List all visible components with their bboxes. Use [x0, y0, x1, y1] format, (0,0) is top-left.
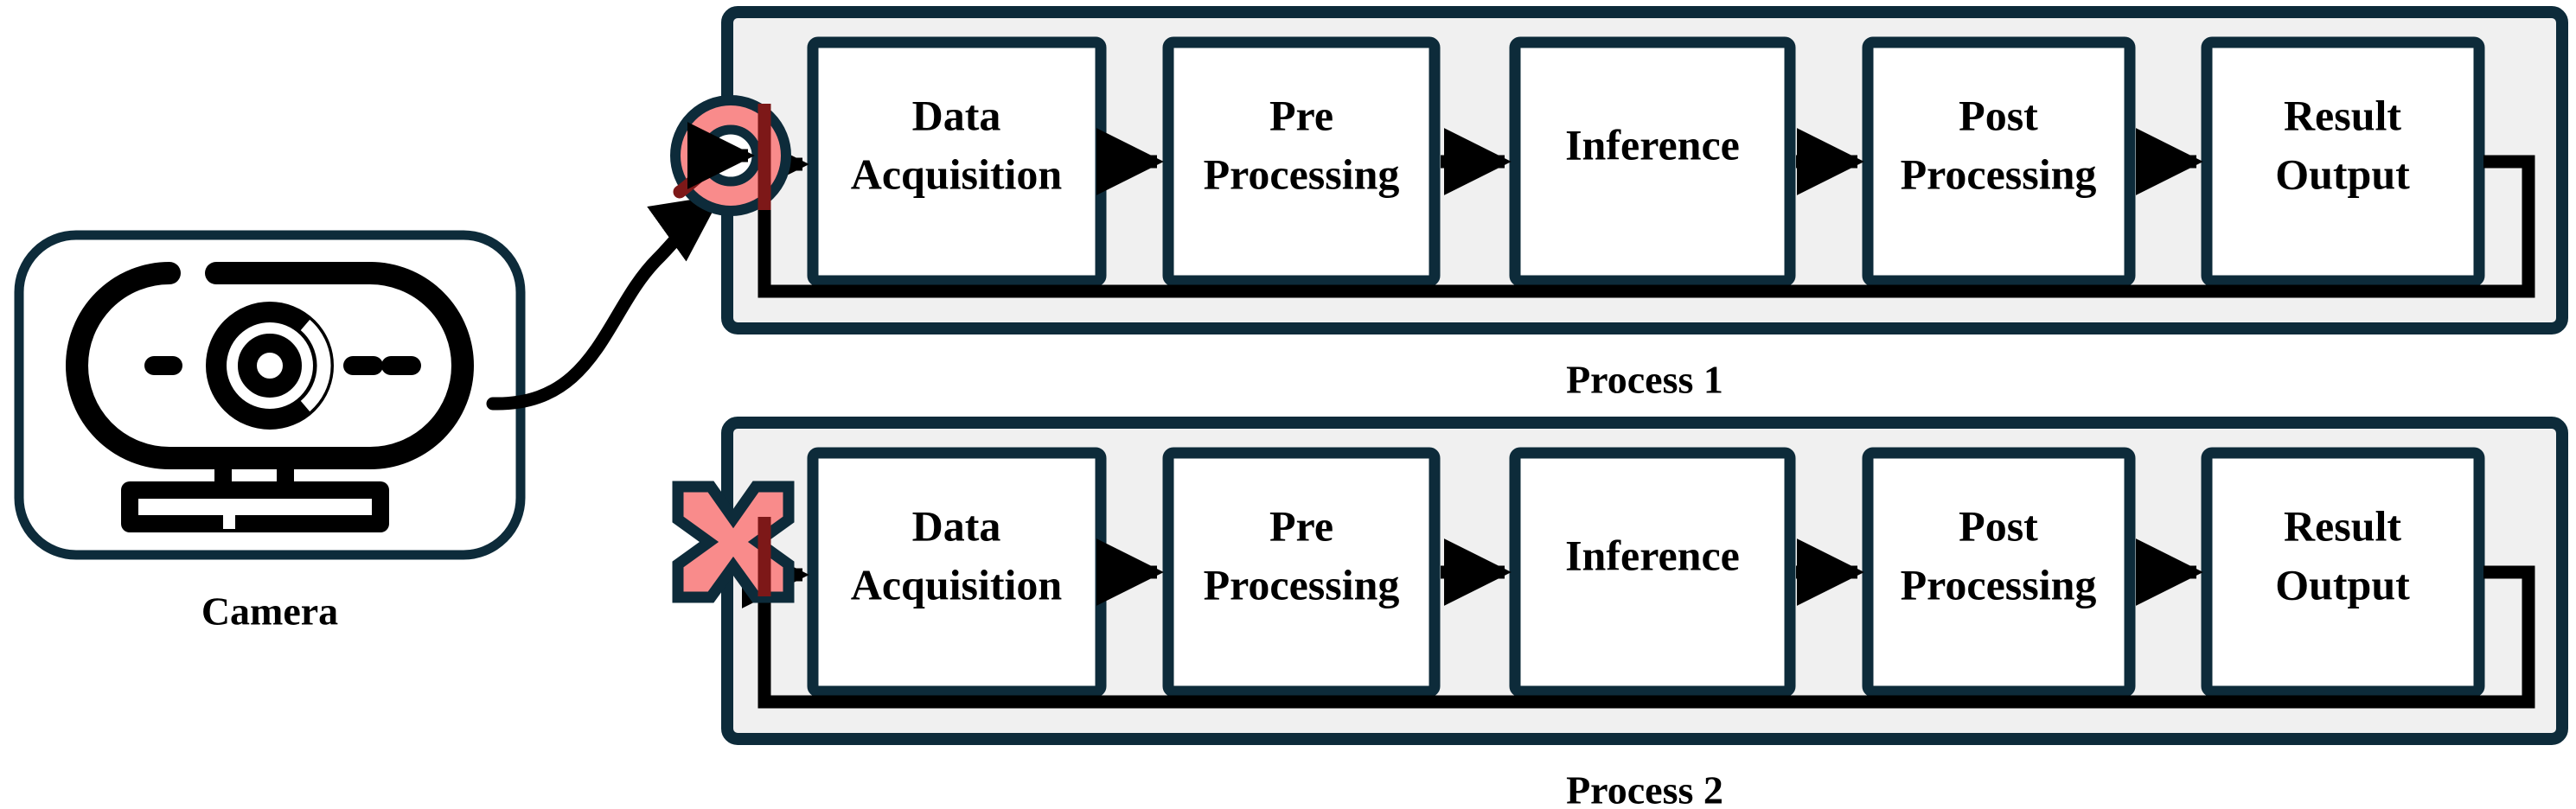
- process-1-stage-4-line2: Processing: [1901, 150, 2097, 198]
- camera-body: [66, 262, 474, 469]
- camera-to-process1-connector: [486, 192, 723, 411]
- process-2-stage-2-line1: Pre: [1269, 501, 1333, 550]
- process-2-stage-1-line1: Data: [912, 501, 1001, 550]
- process-2-stage-box-2[interactable]: [1162, 447, 1441, 698]
- process-2-stage-2-line2: Processing: [1204, 560, 1400, 608]
- process-2-stage-4-line2: Processing: [1901, 560, 2097, 608]
- process-1-stage-1-line1: Data: [912, 91, 1001, 139]
- process-1-stage-5-line1: Result: [2284, 91, 2401, 139]
- process-1-stage-2-line1: Pre: [1269, 91, 1333, 139]
- process-2-stage-box-3[interactable]: [1509, 447, 1796, 698]
- process-2-stage-1-line2: Acquisition: [851, 560, 1063, 608]
- process-1-stage-box-5[interactable]: [2201, 36, 2485, 287]
- process-1-stage-3-line1: Inference: [1565, 120, 1740, 169]
- process-2-caption: Process 2: [1566, 768, 1723, 809]
- process-1-feedback-loop: [757, 155, 2535, 298]
- process-1-stage-1-line2: Acquisition: [851, 150, 1063, 198]
- process-2-stage-3-line1: Inference: [1565, 531, 1740, 579]
- camera-label: Camera: [201, 589, 338, 634]
- process-2-group: Data Acquisition Pre Processing Inferenc…: [672, 417, 2568, 745]
- process-1-stage-2-line2: Processing: [1204, 150, 1400, 198]
- process-1-stage-box-4[interactable]: [1862, 36, 2136, 287]
- camera-lens-highlight-gap: [300, 319, 331, 412]
- process-2-stage-5-line2: Output: [2275, 560, 2410, 608]
- process-2-stage-box-4[interactable]: [1862, 447, 2136, 698]
- process-2-stage-5-line1: Result: [2284, 501, 2401, 550]
- camera-icon: [14, 230, 526, 560]
- process-1-caption: Process 1: [1566, 358, 1723, 402]
- process-1-stage-4-line1: Post: [1959, 91, 2038, 139]
- camera-lens-inner: [238, 334, 302, 398]
- process-2-stage-box-5[interactable]: [2201, 447, 2485, 698]
- process-2-feedback-loop: [757, 565, 2535, 709]
- process-2-stage-4-line1: Post: [1959, 501, 2038, 550]
- process-1-group: Data Acquisition Pre Processing Inferenc…: [670, 6, 2568, 334]
- process-1-stage-box-2[interactable]: [1162, 36, 1441, 287]
- process-1-stage-5-line2: Output: [2275, 150, 2410, 198]
- process-1-stage-box-3[interactable]: [1509, 36, 1796, 287]
- camera-base-plate: [121, 481, 389, 532]
